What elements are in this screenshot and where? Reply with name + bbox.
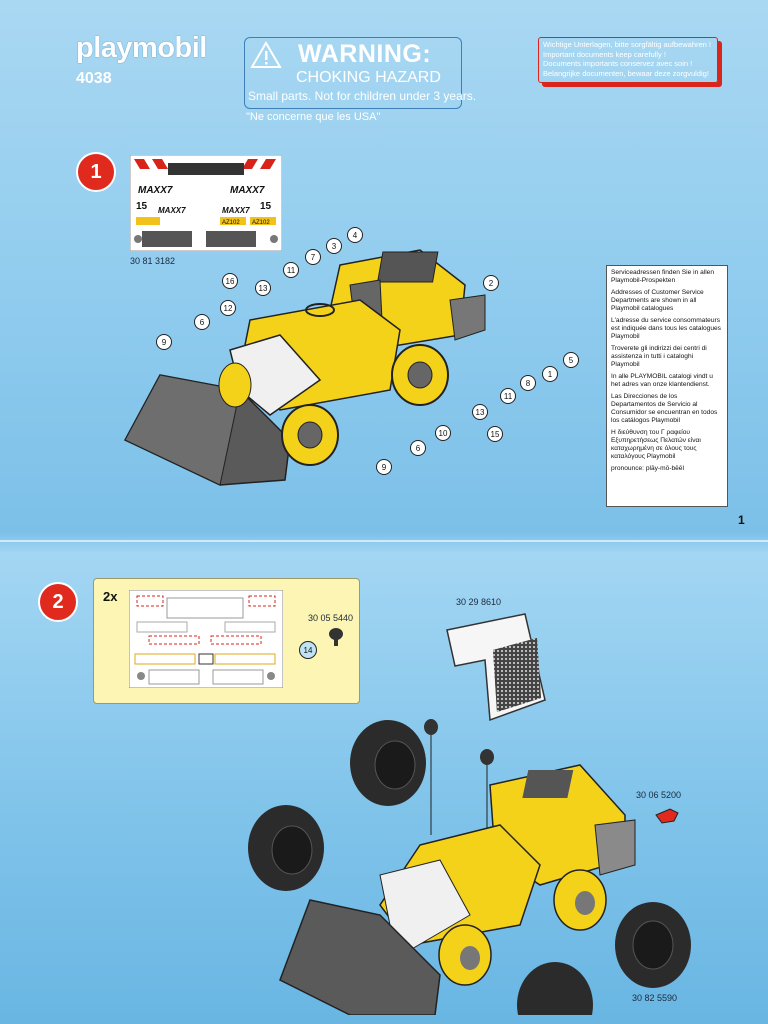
page-number: 1 — [738, 513, 745, 527]
callout-5: 5 — [563, 352, 579, 368]
sticker-part-number: 30 81 3182 — [130, 256, 176, 266]
sticker-sheet: MAXX7 MAXX7 15 15 MAXX7 MAXX7 AZ102 AZ10… — [130, 155, 282, 251]
callout-7: 7 — [305, 249, 321, 265]
part-number-small: 30 05 5440 — [308, 613, 354, 623]
small-part-icon — [329, 628, 343, 646]
hook-part-icon — [655, 808, 679, 824]
callout-4: 4 — [347, 227, 363, 243]
callout-6b: 6 — [410, 440, 426, 456]
warning-detail: Small parts. Not for children under 3 ye… — [248, 89, 477, 103]
part-number-tire: 30 82 5590 — [632, 993, 678, 1003]
callout-3: 3 — [326, 238, 342, 254]
page-divider — [0, 540, 768, 542]
keep-notice-line: Important documents keep carefully ! — [543, 49, 666, 59]
step-1-badge: 1 — [76, 152, 116, 192]
service-info-fr: L'adresse du service consommateurs est i… — [611, 317, 721, 340]
callout-13b: 13 — [472, 404, 488, 420]
step-2-badge: 2 — [38, 582, 78, 622]
keep-notice-line: Documents importants conservez avec soin… — [543, 59, 693, 68]
sticker-code-text: AZ102 — [252, 220, 270, 226]
quantity-label: 2x — [103, 589, 118, 604]
callout-14: 14 — [299, 641, 317, 659]
warning-subtitle: CHOKING HAZARD — [296, 69, 441, 86]
callout-11: 11 — [283, 262, 299, 278]
sticker-brand-text: MAXX7 — [158, 206, 186, 215]
callout-12: 12 — [220, 300, 236, 316]
callout-6: 6 — [194, 314, 210, 330]
callout-9b: 9 — [376, 459, 392, 475]
callout-13: 13 — [255, 280, 271, 296]
warning-box — [244, 37, 462, 109]
sticker-outline — [129, 590, 283, 688]
sticker-brand-text: MAXX7 — [230, 185, 265, 196]
service-info-nl: In alle PLAYMOBIL catalogi vindt u het a… — [611, 373, 713, 388]
sticker-code-text: AZ102 — [222, 220, 240, 226]
wheel-loader-assembly-illustration — [248, 719, 691, 1015]
model-number: 4038 — [76, 70, 112, 87]
service-info-de: Serviceadressen finden Sie in allen Play… — [611, 269, 714, 284]
keep-notice-line: Wichtige Unterlagen, bitte sorgfältig au… — [543, 40, 712, 49]
brand-logo: playmobil — [76, 32, 207, 64]
warning-note: "Ne concerne que les USA" — [246, 111, 381, 123]
service-info-box: Serviceadressen finden Sie in allen Play… — [606, 265, 728, 507]
keep-notice-line: Belangrijke documenten, bewaar deze zorg… — [543, 68, 709, 78]
sticker-brand-text: MAXX7 — [138, 185, 173, 196]
sticker-number-text: 15 — [136, 201, 148, 212]
warning-triangle-icon — [250, 41, 282, 68]
warning-title: WARNING: — [298, 40, 432, 68]
service-info-en: Addresses of Customer Service Department… — [611, 289, 704, 312]
part-number-grille: 30 29 8610 — [456, 597, 502, 607]
callout-15: 15 — [487, 426, 503, 442]
grille-part-illustration — [446, 613, 546, 722]
callout-1: 1 — [542, 366, 558, 382]
wheel-loader-illustration — [123, 249, 486, 486]
sticker-brand-text: MAXX7 — [222, 206, 250, 215]
part-number-hook: 30 06 5200 — [636, 790, 682, 800]
callout-2: 2 — [483, 275, 499, 291]
callout-16: 16 — [222, 273, 238, 289]
service-info-es: Las Direcciones de los Departamentos de … — [611, 393, 718, 424]
callout-10: 10 — [435, 425, 451, 441]
keep-notice: Wichtige Unterlagen, bitte sorgfältig au… — [538, 37, 718, 83]
service-info-it: Troverete gli indirizzi dei centri di as… — [611, 345, 707, 368]
sticker-number-text: 15 — [260, 201, 272, 212]
callout-11b: 11 — [500, 388, 516, 404]
service-info-gr: Η διεύθυνση του Γ ραφείου Εξυπηρετήσεως … — [611, 429, 701, 460]
service-info-pronounce: pronounce: plāy-mō-bēēl — [611, 465, 684, 472]
callout-9: 9 — [156, 334, 172, 350]
callout-8: 8 — [520, 375, 536, 391]
